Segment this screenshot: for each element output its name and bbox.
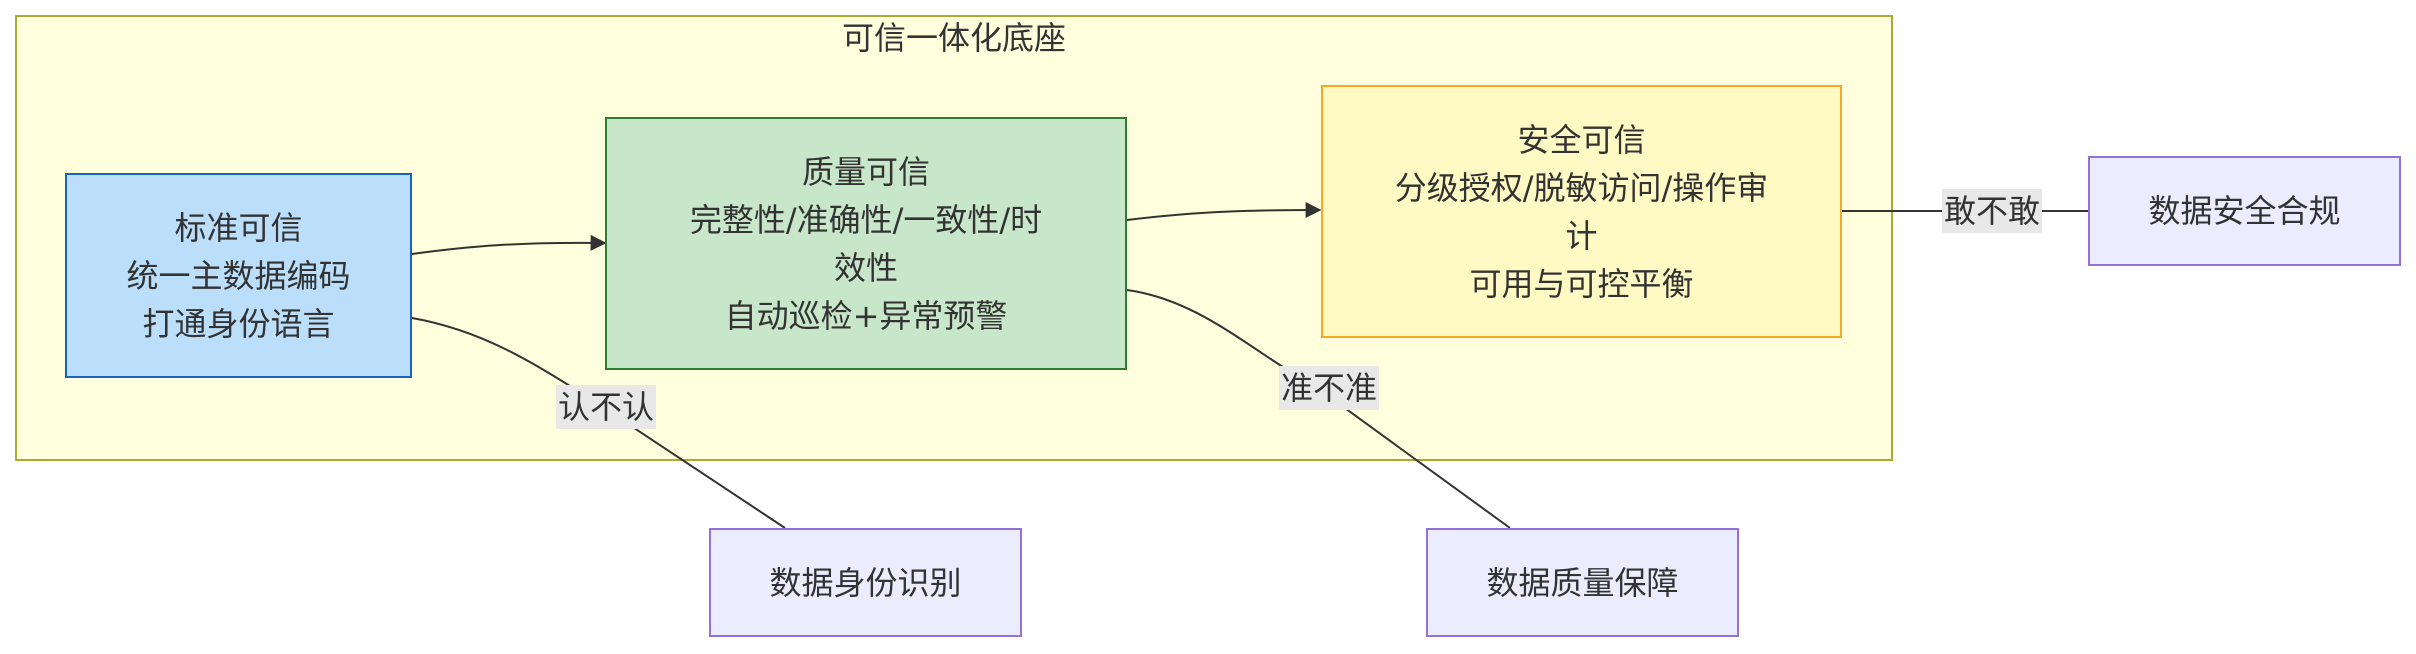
node-security-line-4: 可用与可控平衡	[1469, 264, 1694, 303]
node-standard-line-1: 标准可信	[174, 208, 303, 247]
node-quality-line-1: 质量可信	[801, 152, 930, 191]
node-security-line-2: 分级授权/脱敏访问/操作审	[1394, 168, 1769, 207]
node-compliance: 数据安全合规	[2088, 156, 2401, 266]
node-standard-line-3: 打通身份语言	[142, 304, 335, 343]
edge-standard-to-quality	[411, 234, 607, 255]
edge-label-qa: 准不准	[1279, 366, 1380, 410]
node-standard-line-2: 统一主数据编码	[126, 256, 351, 295]
node-security-line-3: 计	[1565, 216, 1598, 255]
node-identity: 数据身份识别	[709, 528, 1022, 637]
node-security-line-1: 安全可信	[1517, 120, 1646, 159]
node-standard: 标准可信 统一主数据编码 打通身份语言	[65, 173, 412, 378]
node-security: 安全可信 分级授权/脱敏访问/操作审 计 可用与可控平衡	[1321, 85, 1842, 338]
node-quality-line-2: 完整性/准确性/一致性/时	[689, 200, 1043, 239]
node-quality-line-4: 自动巡检+异常预警	[724, 296, 1008, 335]
node-qa: 数据质量保障	[1426, 528, 1739, 637]
node-quality: 质量可信 完整性/准确性/一致性/时 效性 自动巡检+异常预警	[605, 117, 1127, 370]
edge-label-identity: 认不认	[556, 385, 657, 429]
node-qa-label: 数据质量保障	[1486, 563, 1679, 602]
group-title: 可信一体化底座	[841, 19, 1066, 57]
node-identity-label: 数据身份识别	[769, 563, 962, 602]
edge-quality-to-security	[1126, 202, 1322, 221]
node-compliance-label: 数据安全合规	[2148, 192, 2341, 230]
node-quality-line-3: 效性	[833, 248, 898, 287]
edge-label-compliance: 敢不敢	[1942, 189, 2043, 233]
